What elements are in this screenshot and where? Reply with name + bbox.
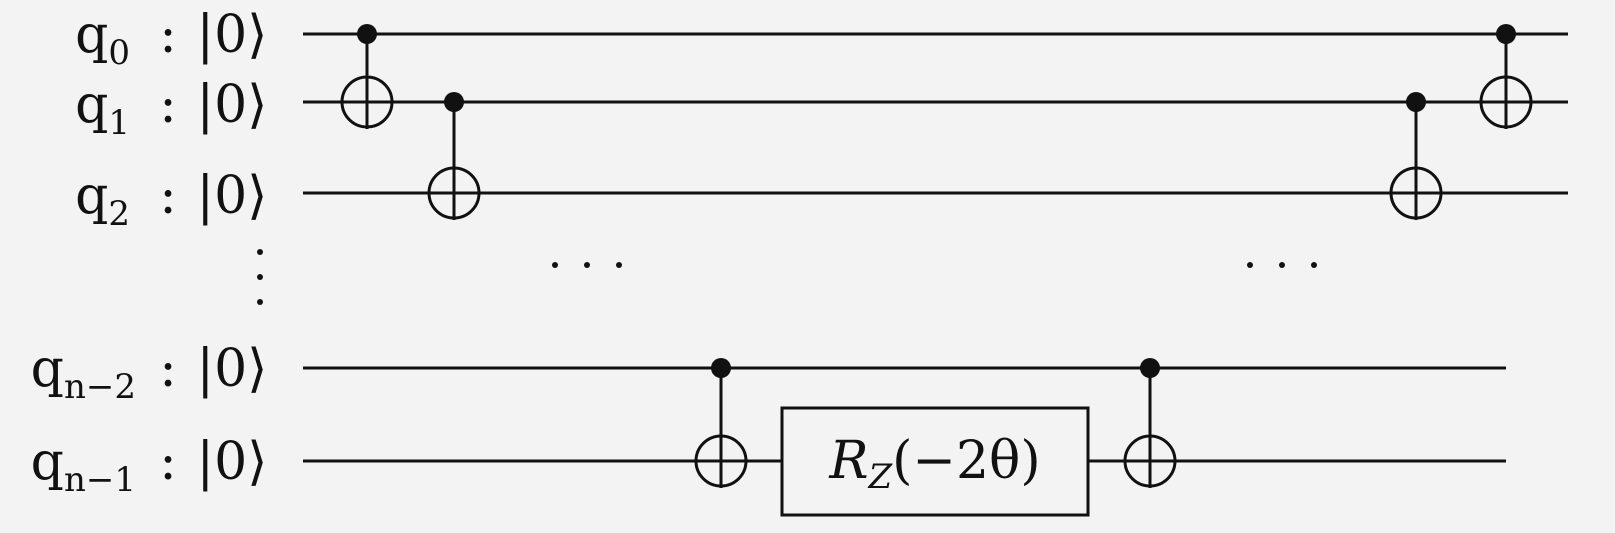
horizontal-ellipsis-left	[552, 262, 622, 268]
qubit-label-3-sub: n−2	[64, 367, 136, 407]
wires	[303, 32, 1568, 463]
separator-2: :	[159, 166, 177, 226]
qubit-labels: q0 q1 q2 qn−2 qn−1	[31, 5, 136, 500]
vertical-ellipsis	[257, 249, 263, 305]
qubit-label-2-sub: 2	[108, 194, 130, 234]
cnot-gate	[694, 358, 748, 488]
qubit-label-3: qn−2	[31, 339, 136, 407]
ket-0: |0⟩	[197, 5, 268, 65]
qubit-label-1: q1	[75, 75, 130, 143]
control-dot	[1140, 358, 1160, 378]
ket-4: |0⟩	[197, 432, 268, 492]
control-dot	[444, 92, 464, 112]
initial-states: |0⟩ |0⟩ |0⟩ |0⟩ |0⟩	[197, 5, 268, 492]
cnot-gate	[340, 24, 394, 129]
qubit-label-4-sub: n−1	[64, 460, 136, 500]
rz-gate: RZ(−2θ)	[780, 406, 1090, 517]
control-dot	[1496, 24, 1516, 44]
qubit-label-0: q0	[75, 5, 130, 73]
control-dot	[1406, 92, 1426, 112]
ket-1: |0⟩	[197, 75, 268, 135]
ket-3: |0⟩	[197, 339, 268, 399]
separator-0: :	[159, 5, 177, 65]
qubit-label-1-sub: 1	[108, 103, 130, 143]
cnot-gate	[1479, 24, 1533, 129]
horizontal-ellipsis-right	[1247, 262, 1317, 268]
ket-2: |0⟩	[197, 166, 268, 226]
qubit-label-4: qn−1	[31, 432, 136, 500]
control-dot	[711, 358, 731, 378]
control-dot	[357, 24, 377, 44]
cnot-gate	[427, 92, 481, 220]
rz-gate-box	[780, 406, 1090, 517]
qubit-label-0-sub: 0	[108, 33, 130, 73]
separator-3: :	[159, 339, 177, 399]
rz-gate-label: RZ(−2θ)	[828, 431, 1040, 497]
separator-4: :	[159, 432, 177, 492]
cnot-gate	[1123, 358, 1177, 488]
separator-1: :	[159, 75, 177, 135]
cnot-gate	[1389, 92, 1443, 220]
qubit-label-2: q2	[75, 166, 130, 234]
separators: : : : : :	[159, 5, 177, 492]
